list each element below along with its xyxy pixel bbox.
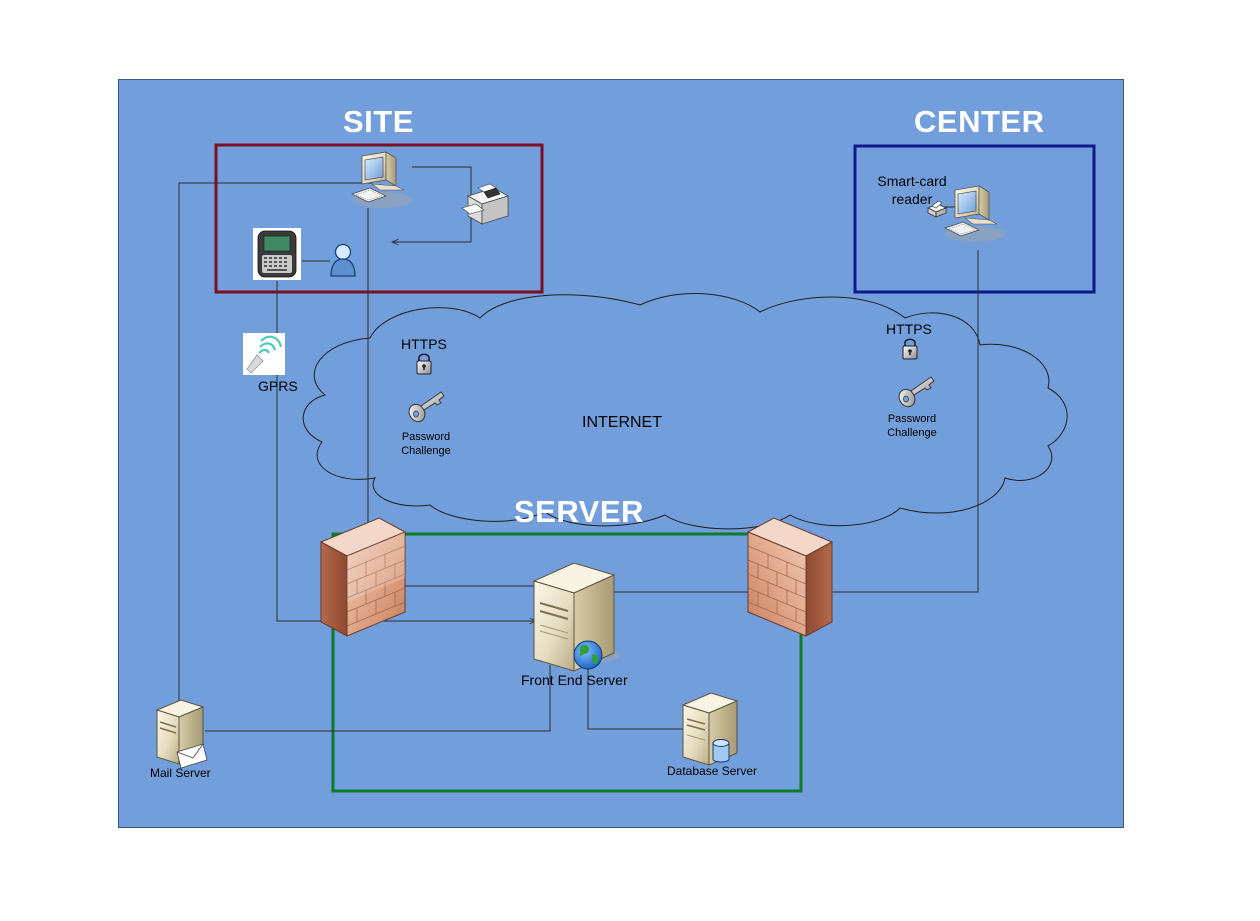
reader-label-line2: reader [891,191,933,207]
front-end-server-label: Front End Server [521,672,628,688]
padlock-icon [902,338,918,360]
password-text: Password [401,431,451,443]
key-icon [408,391,445,423]
smart-card-reader-label: Smart-card reader [872,172,952,208]
handheld-terminal-icon [253,228,301,280]
challenge-text: Challenge [401,445,451,457]
center-title: CENTER [914,104,1045,139]
user-icon [330,243,356,277]
front-end-server-icon [532,562,620,672]
reader-label-line1: Smart-card [877,173,947,189]
site-zone-frame [214,143,544,294]
padlock-icon [416,353,432,375]
link-center-firewall [594,250,979,593]
internet-label: INTERNET [582,414,662,431]
link-frontend-database [587,668,684,730]
challenge-text: Challenge [887,427,937,439]
center-zone-frame [853,144,1096,294]
link-mail-frontend [205,665,551,732]
link-workstation-mail [178,182,372,708]
firewall-icon [746,517,834,637]
wireless-signal-icon [243,333,285,375]
server-title: SERVER [514,494,644,529]
https-label-right: HTTPS [886,321,932,337]
printer-icon [461,183,510,225]
database-server-icon [681,692,739,766]
link-gprs [276,281,536,621]
https-label-left: HTTPS [401,336,447,352]
database-server-label: Database Server [667,764,758,778]
smart-card-reader-icon [927,200,947,218]
site-title: SITE [343,104,414,139]
key-icon [898,376,935,408]
server-zone-frame [331,532,803,793]
firewall-icon [319,517,407,637]
gprs-label: GPRS [258,378,298,394]
internet-cloud [302,292,1068,530]
mail-server-label: Mail Server [150,766,211,780]
mail-server-icon [155,699,208,769]
password-challenge-right: Password Challenge [878,412,946,440]
password-challenge-left: Password Challenge [392,430,460,458]
password-text: Password [887,413,937,425]
